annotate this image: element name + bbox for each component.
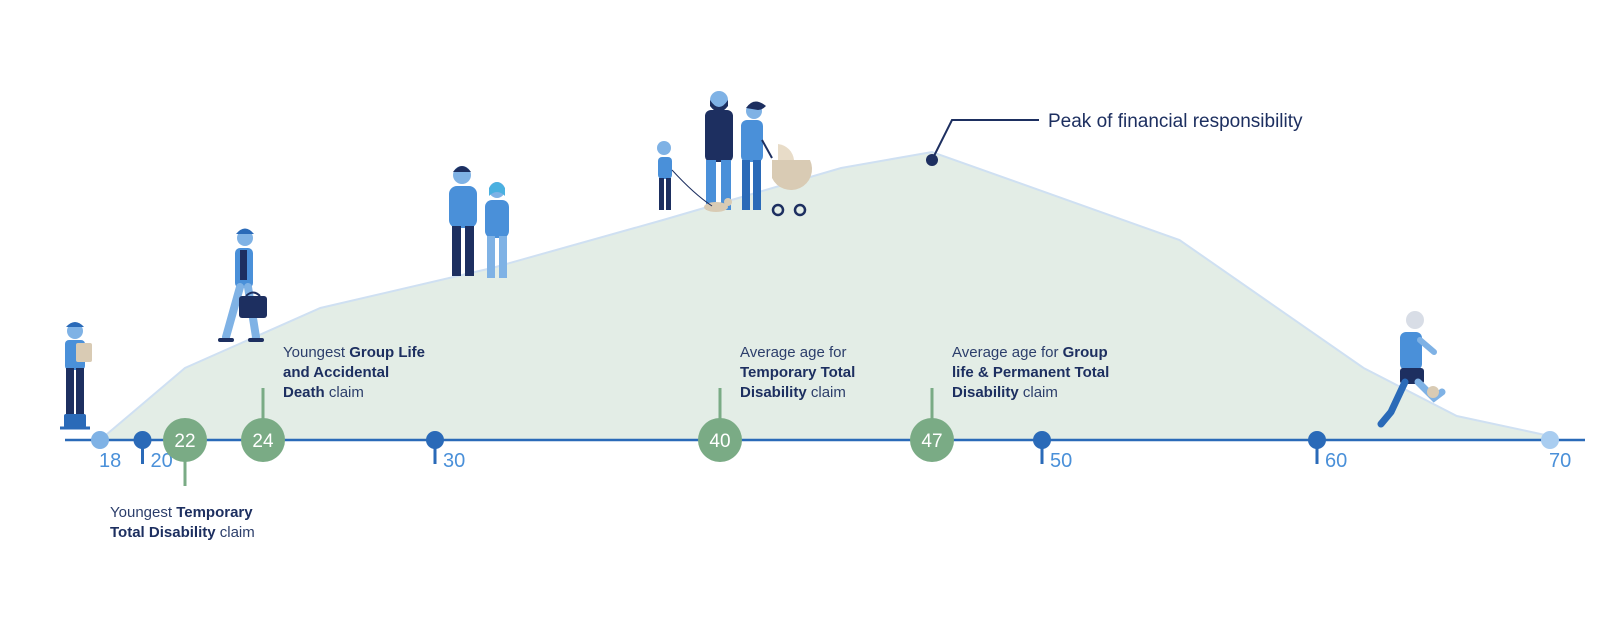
caption-bold-part: Temporary Total: [740, 364, 855, 381]
caption-part: Average age for: [952, 344, 1063, 361]
age-marker-70: 70: [1541, 431, 1571, 472]
marker-dot: [1541, 431, 1559, 449]
young-professional-with-briefcase-illustration: [218, 228, 267, 342]
caption-part: claim: [325, 384, 364, 401]
caption-bold-part: Group Life: [349, 344, 425, 361]
milestone-age: 47: [921, 431, 942, 452]
peak-leader-line: [931, 119, 1039, 161]
caption-bold-part: Disability: [740, 384, 807, 401]
age-tick-label: 50: [1050, 450, 1072, 472]
family-with-stroller-and-dog-illustration: [657, 91, 813, 217]
caption-part: Youngest: [283, 344, 349, 361]
marker-dot: [1033, 431, 1051, 449]
age-marker-20: 20: [133, 431, 173, 472]
milestone-age: 40: [709, 431, 730, 452]
marker-dot: [133, 431, 152, 449]
peak-dot: [926, 154, 938, 166]
age-tick-label: 70: [1549, 450, 1571, 472]
caption-bold-part: Group: [1063, 344, 1108, 361]
milestone-47: 47 Average age for Group life & Permanent …: [910, 344, 1109, 462]
milestone-caption: Average age for Group life & Permanent To…: [952, 344, 1109, 401]
caption-bold-part: Death: [283, 384, 325, 401]
milestone-age: 24: [252, 431, 274, 452]
caption-part: claim: [807, 384, 846, 401]
age-marker-18: 18: [91, 431, 121, 472]
peak-callout: Peak of financial responsibility: [926, 111, 1303, 166]
age-marker-30: 30: [426, 431, 465, 472]
milestone-bubble: [698, 418, 742, 462]
milestone-bubble: [241, 418, 285, 462]
age-tick-label: 18: [99, 450, 121, 472]
marker-dot: [426, 431, 444, 449]
couple-illustration: [449, 166, 509, 278]
caption-bold-part: Total Disability: [110, 524, 216, 541]
caption-part: Youngest: [110, 504, 176, 521]
age-tick-label: 20: [151, 450, 173, 472]
age-marker-50: 50: [1033, 431, 1072, 472]
milestone-bubble: [163, 418, 207, 462]
marker-dot: [1308, 431, 1326, 449]
caption-part: Average age for: [740, 344, 846, 361]
age-markers: 18 20 30 50 60 70: [91, 431, 1571, 472]
marker-dot: [91, 431, 109, 449]
illustrations: [60, 91, 1446, 430]
caption-part: claim: [1019, 384, 1058, 401]
peak-label: Peak of financial responsibility: [1048, 111, 1303, 132]
age-tick-label: 30: [443, 450, 465, 472]
caption-bold-part: Disability: [952, 384, 1019, 401]
student-with-clipboard-illustration: [60, 322, 92, 430]
caption-part: claim: [216, 524, 255, 541]
age-marker-60: 60: [1308, 431, 1347, 472]
caption-bold-part: and Accidental: [283, 364, 389, 381]
milestone-age: 22: [174, 431, 195, 452]
caption-bold-part: life & Permanent Total: [952, 364, 1109, 381]
age-tick-label: 60: [1325, 450, 1347, 472]
caption-bold-part: Temporary: [176, 504, 253, 521]
milestone-bubble: [910, 418, 954, 462]
senior-runner-illustration: [1377, 311, 1446, 428]
